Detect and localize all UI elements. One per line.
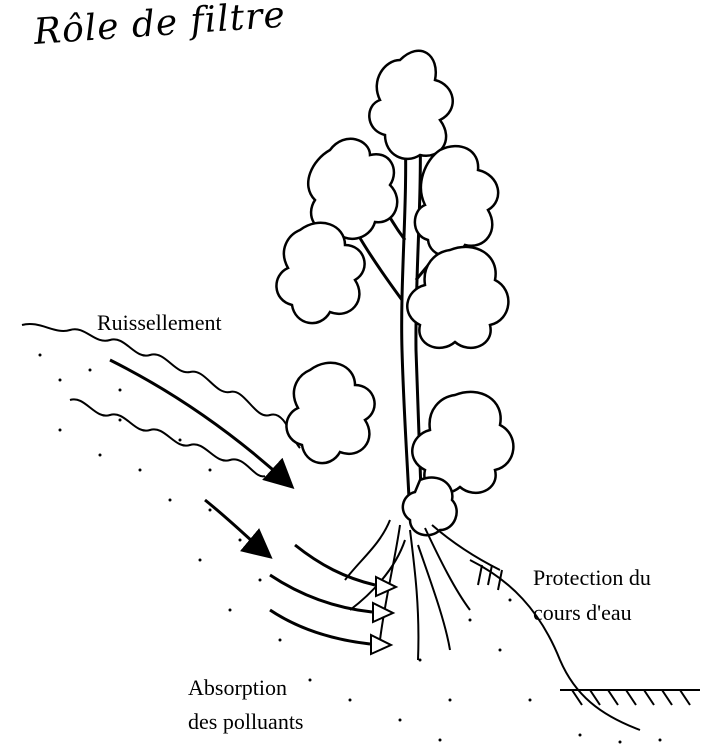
absorption-label-line1: Absorption — [188, 673, 287, 703]
protection-label-line1: Protection du — [533, 563, 651, 593]
absorption-label-line2: des polluants — [188, 707, 304, 737]
runoff-subsurface-arrow — [205, 500, 268, 555]
absorption-arrows — [270, 545, 375, 644]
runoff-label: Ruissellement — [97, 308, 222, 338]
protection-label-line2: cours d'eau — [533, 598, 632, 628]
runoff-arrow — [110, 360, 290, 485]
tree-foliage — [276, 51, 513, 535]
tree-roots — [345, 520, 500, 660]
